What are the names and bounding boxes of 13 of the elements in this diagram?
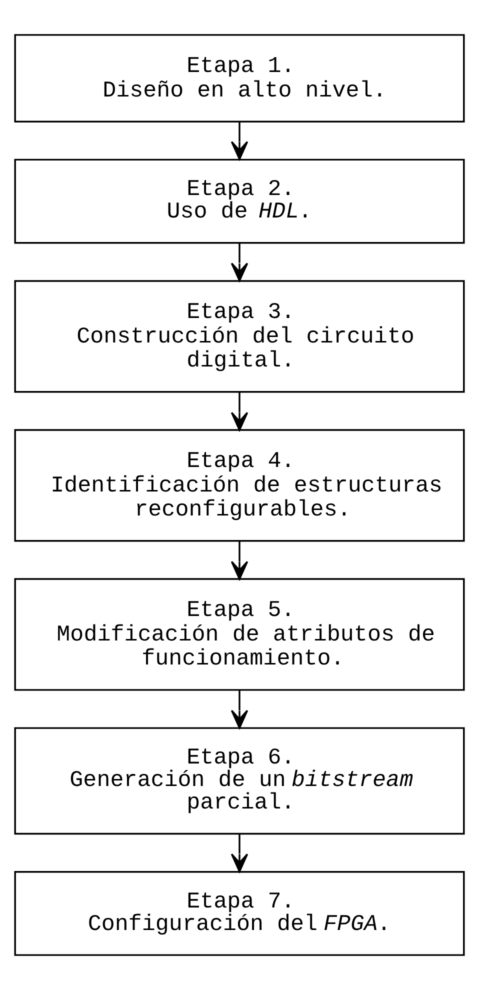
arrow (230, 690, 248, 729)
node-box: Etapa 7. Configuración del FPGA. (14, 871, 465, 956)
node-box: Etapa 3. Construcción del circuito digital. (14, 280, 465, 393)
arrow (230, 392, 248, 431)
node-box: Etapa 6. Generación de un bitstream parcial. (14, 727, 465, 835)
arrow (230, 834, 248, 872)
node-box: Etapa 5. Modificación de atributos de funcionamiento. (14, 578, 465, 691)
node-box: Etapa 2. Uso de HDL. (14, 158, 465, 244)
arrow (230, 243, 248, 282)
node-box: Etapa 1. Diseño en alto nivel. (14, 34, 465, 122)
arrow (230, 122, 248, 160)
arrow (230, 541, 248, 580)
node-box: Etapa 4. Identificación de estructuras reconfigurables. (14, 429, 465, 542)
